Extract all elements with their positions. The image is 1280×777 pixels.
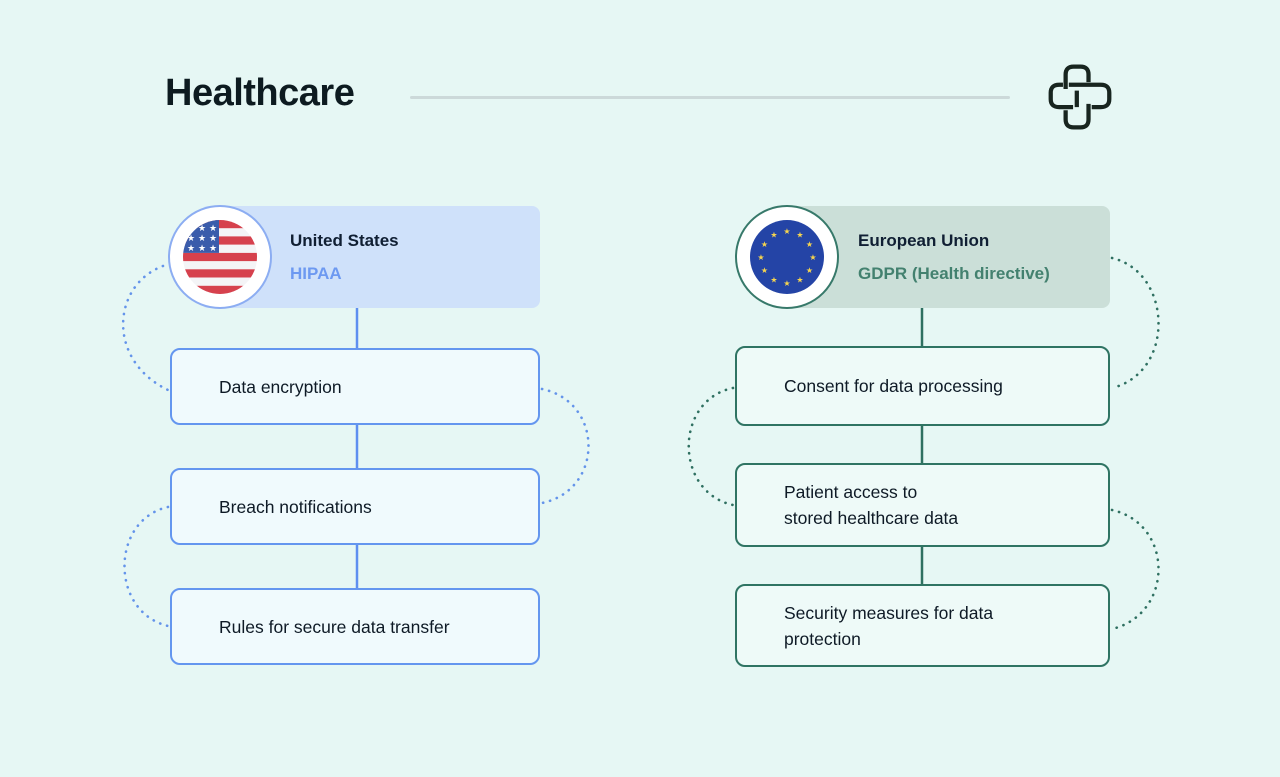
eu-flag-badge: ★ ★ ★ ★ ★ ★ ★ ★ ★ ★ ★ ★ bbox=[735, 205, 839, 309]
us-dotted-card-box1 bbox=[121, 264, 170, 392]
svg-text:★: ★ bbox=[198, 224, 206, 234]
us-country-label: United States bbox=[290, 231, 399, 250]
us-flag-icon: ★★★ ★★★ ★★★ bbox=[183, 220, 257, 294]
svg-text:★: ★ bbox=[187, 244, 195, 254]
svg-text:★: ★ bbox=[809, 253, 816, 262]
eu-flag-icon: ★ ★ ★ ★ ★ ★ ★ ★ ★ ★ ★ ★ bbox=[750, 220, 824, 294]
svg-text:★: ★ bbox=[783, 227, 790, 236]
svg-text:★: ★ bbox=[209, 234, 217, 244]
eu-item-security-measures: Security measures for data protection bbox=[735, 584, 1110, 667]
medical-cross-logo-icon bbox=[1048, 64, 1112, 135]
svg-text:★: ★ bbox=[796, 276, 803, 285]
eu-item-label: Security measures for data protection bbox=[784, 602, 994, 649]
svg-text:★: ★ bbox=[806, 266, 813, 275]
us-dotted-box1-box2 bbox=[540, 387, 590, 505]
eu-item-label: Consent for data processing bbox=[784, 376, 1003, 396]
svg-text:★: ★ bbox=[770, 231, 777, 240]
svg-text:★: ★ bbox=[198, 234, 206, 244]
eu-dotted-box2-box3 bbox=[1110, 508, 1160, 631]
svg-text:★: ★ bbox=[761, 266, 768, 275]
eu-dotted-box1-box2 bbox=[687, 386, 735, 507]
us-item-label: Rules for secure data transfer bbox=[219, 616, 450, 637]
us-item-data-encryption: Data encryption bbox=[170, 348, 540, 425]
us-item-label: Data encryption bbox=[219, 376, 342, 397]
eu-country-label: European Union bbox=[858, 231, 990, 250]
svg-text:★: ★ bbox=[209, 244, 217, 254]
eu-regulation-label: GDPR (Health directive) bbox=[858, 264, 1050, 283]
svg-text:★: ★ bbox=[187, 224, 195, 234]
svg-text:★: ★ bbox=[761, 240, 768, 249]
us-item-label: Breach notifications bbox=[219, 496, 372, 517]
eu-item-patient-access: Patient access to stored healthcare data bbox=[735, 463, 1110, 547]
svg-text:★: ★ bbox=[198, 244, 206, 254]
svg-text:★: ★ bbox=[757, 253, 764, 262]
eu-item-label: Patient access to stored healthcare data bbox=[784, 482, 959, 528]
us-item-breach-notifications: Breach notifications bbox=[170, 468, 540, 545]
eu-dotted-card-box1 bbox=[1110, 256, 1160, 390]
us-regulation-label: HIPAA bbox=[290, 264, 342, 283]
svg-text:★: ★ bbox=[187, 234, 195, 244]
svg-text:★: ★ bbox=[770, 276, 777, 285]
us-item-secure-data-transfer: Rules for secure data transfer bbox=[170, 588, 540, 665]
eu-item-consent-data-processing: Consent for data processing bbox=[735, 346, 1110, 426]
svg-text:★: ★ bbox=[209, 224, 217, 234]
title-divider bbox=[410, 96, 1010, 99]
us-flag-badge: ★★★ ★★★ ★★★ bbox=[168, 205, 272, 309]
svg-text:★: ★ bbox=[806, 240, 813, 249]
svg-text:★: ★ bbox=[783, 279, 790, 288]
page-title: Healthcare bbox=[165, 72, 355, 114]
svg-text:★: ★ bbox=[796, 231, 803, 240]
us-dotted-box2-box3 bbox=[123, 505, 170, 628]
